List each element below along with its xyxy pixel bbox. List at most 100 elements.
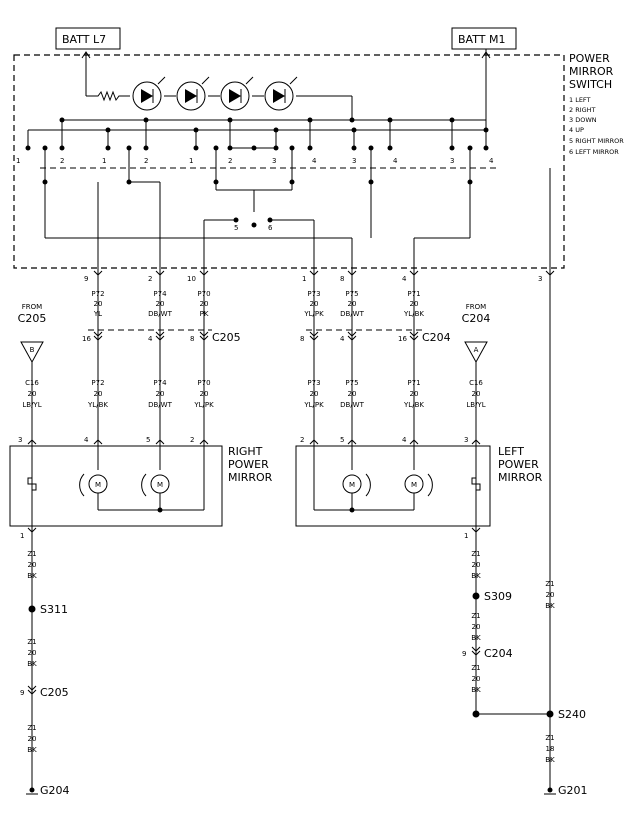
- svg-text:20: 20: [472, 623, 481, 631]
- batt-m1: BATT M1: [451, 27, 517, 50]
- svg-text:3: 3: [538, 275, 542, 283]
- svg-text:2: 2: [144, 157, 148, 165]
- ground-path-right: 1 Z1 20 BK S309 Z1 20 BK 9 C204 Z1 20 BK…: [462, 527, 588, 797]
- svg-text:LEFT: LEFT: [498, 445, 524, 458]
- svg-text:18: 18: [546, 745, 555, 753]
- svg-text:P71: P71: [407, 290, 420, 298]
- svg-text:BK: BK: [471, 634, 481, 642]
- svg-text:P74: P74: [153, 379, 167, 387]
- svg-text:PK: PK: [200, 310, 209, 318]
- svg-text:2: 2: [148, 275, 152, 283]
- svg-text:Z1: Z1: [27, 638, 36, 646]
- svg-text:LB/YL: LB/YL: [22, 401, 41, 409]
- svg-text:YL/PK: YL/PK: [303, 310, 324, 318]
- svg-text:LB/YL: LB/YL: [466, 401, 485, 409]
- svg-text:20: 20: [546, 591, 555, 599]
- svg-text:M: M: [411, 481, 417, 489]
- svg-text:M: M: [95, 481, 101, 489]
- svg-text:Z1: Z1: [471, 664, 480, 672]
- svg-text:20: 20: [156, 390, 165, 398]
- illumination-lamps: [85, 52, 353, 120]
- svg-text:20: 20: [410, 390, 419, 398]
- svg-text:8: 8: [300, 335, 304, 343]
- svg-text:POWER: POWER: [228, 458, 269, 471]
- svg-text:BK: BK: [27, 746, 37, 754]
- svg-text:20: 20: [472, 390, 481, 398]
- lamp-4: [264, 76, 298, 111]
- svg-text:SWITCH: SWITCH: [569, 78, 612, 91]
- svg-text:S309: S309: [484, 590, 512, 603]
- svg-text:4: 4: [84, 436, 89, 444]
- svg-text:20: 20: [28, 561, 37, 569]
- svg-text:C16: C16: [25, 379, 39, 387]
- svg-text:20: 20: [310, 390, 319, 398]
- svg-text:P70: P70: [197, 290, 210, 298]
- svg-text:BATT L7: BATT L7: [62, 33, 106, 46]
- svg-text:Z1: Z1: [471, 612, 480, 620]
- from-c204: FROM C204 A C16 20 LB/YL: [462, 303, 491, 440]
- svg-text:4: 4: [402, 436, 407, 444]
- svg-text:C204: C204: [462, 312, 491, 325]
- svg-text:P73: P73: [307, 379, 320, 387]
- svg-text:P74: P74: [153, 290, 167, 298]
- svg-text:20: 20: [200, 390, 209, 398]
- svg-text:Z1: Z1: [471, 550, 480, 558]
- svg-text:P75: P75: [345, 290, 358, 298]
- lamp-3: [220, 76, 254, 111]
- svg-text:4: 4: [402, 275, 407, 283]
- svg-text:B: B: [30, 346, 35, 354]
- svg-text:DB/WT: DB/WT: [340, 401, 364, 409]
- svg-text:YL/PK: YL/PK: [193, 401, 214, 409]
- svg-text:RIGHT: RIGHT: [228, 445, 263, 458]
- svg-text:YL/PK: YL/PK: [303, 401, 324, 409]
- svg-text:4: 4: [312, 157, 317, 165]
- svg-text:5: 5: [146, 436, 150, 444]
- svg-text:20: 20: [156, 300, 165, 308]
- svg-text:20: 20: [94, 300, 103, 308]
- svg-text:20: 20: [94, 390, 103, 398]
- svg-text:M: M: [157, 481, 163, 489]
- svg-text:FROM: FROM: [466, 303, 486, 311]
- svg-text:DB/WT: DB/WT: [148, 310, 172, 318]
- svg-text:Z1: Z1: [545, 734, 554, 742]
- svg-text:3: 3: [352, 157, 356, 165]
- svg-text:1: 1: [16, 157, 20, 165]
- svg-text:4 UP: 4 UP: [569, 126, 584, 134]
- switch-housing: [13, 54, 565, 269]
- svg-text:16: 16: [398, 335, 407, 343]
- svg-text:BK: BK: [471, 572, 481, 580]
- svg-text:4: 4: [340, 335, 345, 343]
- svg-text:MIRROR: MIRROR: [569, 65, 614, 78]
- svg-text:3: 3: [450, 157, 454, 165]
- svg-text:1: 1: [20, 532, 24, 540]
- svg-text:YL/BK: YL/BK: [87, 401, 108, 409]
- svg-text:5: 5: [340, 436, 344, 444]
- svg-text:BK: BK: [545, 756, 555, 764]
- svg-text:6 LEFT MIRROR: 6 LEFT MIRROR: [569, 148, 619, 156]
- svg-text:BATT M1: BATT M1: [458, 33, 505, 46]
- svg-text:Z1: Z1: [27, 724, 36, 732]
- svg-text:FROM: FROM: [22, 303, 42, 311]
- svg-text:2: 2: [228, 157, 232, 165]
- svg-text:DB/WT: DB/WT: [340, 310, 364, 318]
- svg-text:20: 20: [200, 300, 209, 308]
- svg-text:C205: C205: [212, 331, 241, 344]
- svg-text:YL: YL: [93, 310, 102, 318]
- svg-text:20: 20: [28, 649, 37, 657]
- svg-text:5 RIGHT MIRROR: 5 RIGHT MIRROR: [569, 137, 624, 145]
- svg-text:20: 20: [348, 390, 357, 398]
- svg-text:4: 4: [148, 335, 153, 343]
- svg-text:P72: P72: [91, 290, 104, 298]
- svg-text:C16: C16: [469, 379, 483, 387]
- svg-text:C205: C205: [40, 686, 69, 699]
- from-c205: FROM C205 B C16 20 LB/YL: [18, 303, 46, 440]
- svg-text:20: 20: [348, 300, 357, 308]
- svg-text:3: 3: [464, 436, 468, 444]
- connector-c205: 16 4 8 C205: [82, 329, 241, 344]
- svg-text:1: 1: [302, 275, 306, 283]
- svg-text:POWER: POWER: [569, 52, 610, 65]
- svg-text:8: 8: [190, 335, 194, 343]
- switch-legend: 1 LEFT 2 RIGHT 3 DOWN 4 UP 5 RIGHT MIRRO…: [569, 96, 624, 156]
